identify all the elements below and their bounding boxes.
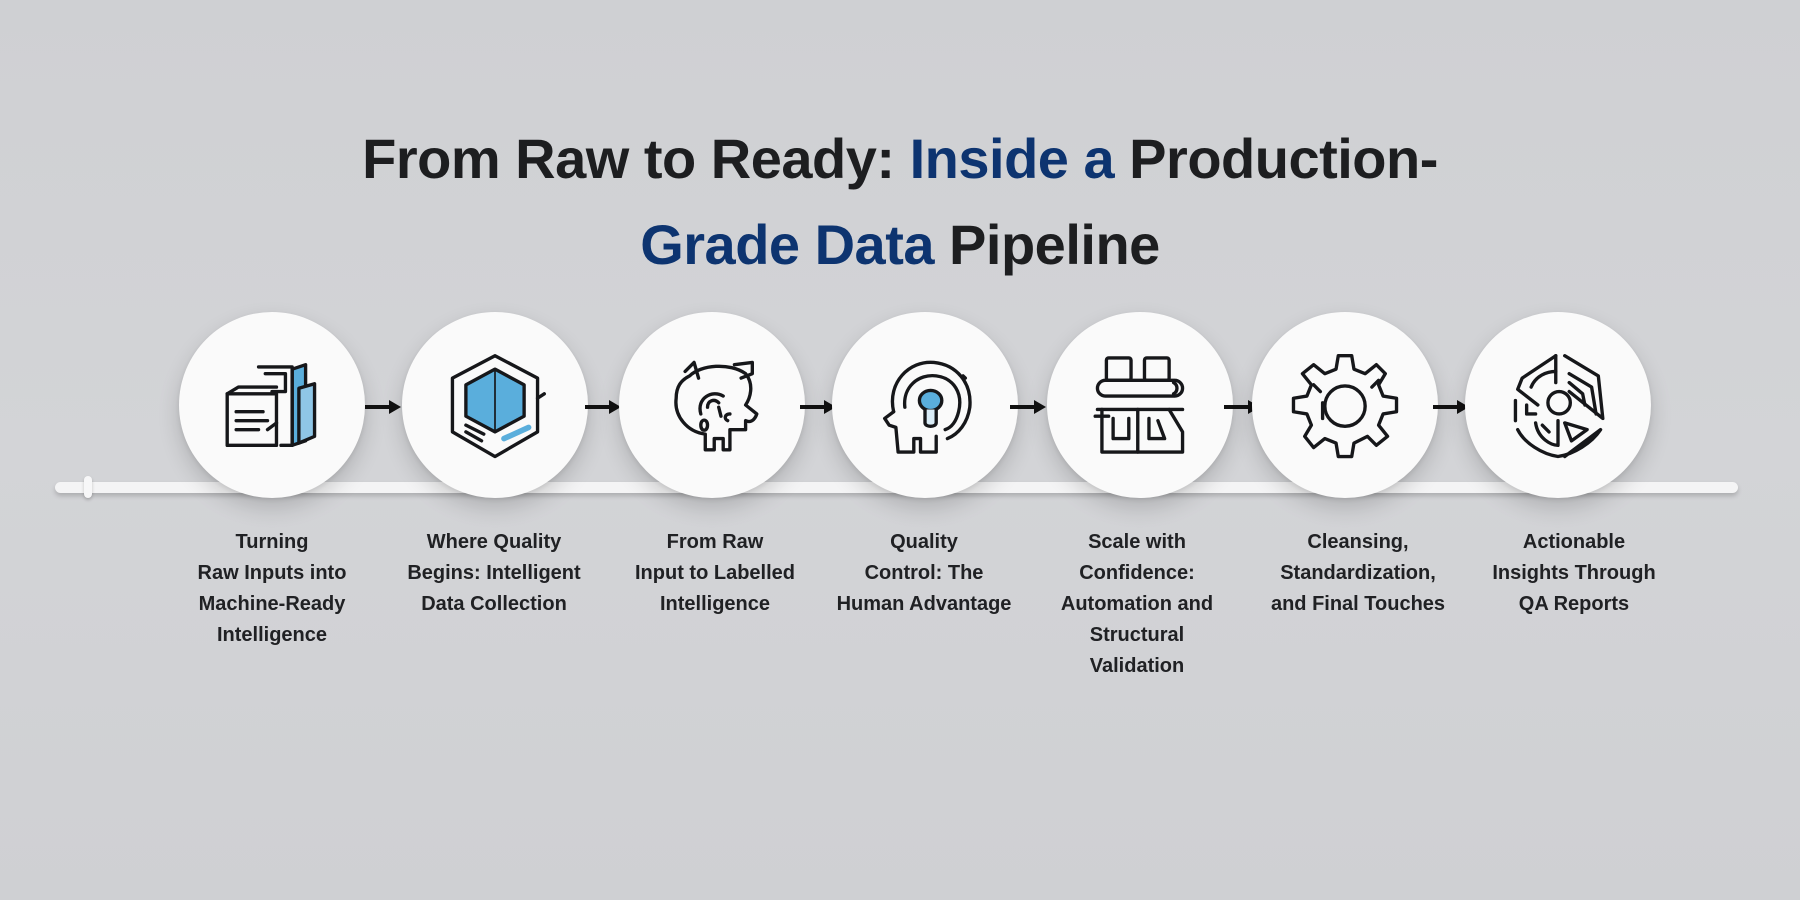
hexagon-report-icon [1513,354,1605,459]
arrow-right-icon [585,400,621,414]
step-1-label: Turning Raw Inputs into Machine-Ready In… [167,527,377,651]
step-2-circle [402,312,588,498]
label-line: Actionable [1522,531,1626,553]
label-line: Where Quality [426,531,562,553]
step-1-circle [179,312,365,498]
step-2-label: Where Quality Begins: Intelligent Data C… [389,527,599,620]
arrow-right-icon [365,400,401,414]
timeline-start-marker [84,476,92,498]
label-line: Scale with [1088,531,1186,553]
human-head-bulb-icon [883,360,972,454]
step-5-label: Scale with Confidence: Automation and St… [1032,527,1242,682]
page-title-line-2: Grade Data Pipeline [0,212,1800,277]
arrow-right-icon [800,400,836,414]
title-accent-text: Inside a [909,127,1115,190]
label-line: Control: The [864,562,984,584]
step-4-label: Quality Control: The Human Advantage [819,527,1029,620]
step-6-circle [1252,312,1438,498]
label-line: Data Collection [421,593,567,615]
label-line: and Final Touches [1270,593,1446,615]
label-line: QA Reports [1518,593,1630,615]
hexagon-cube-icon [450,354,546,459]
label-line: Turning [235,531,309,553]
step-7-label: Actionable Insights Through QA Reports [1469,527,1679,620]
title-text: Pipeline [934,213,1160,276]
document-stack-icon [225,363,317,447]
arrow-right-icon [1433,400,1469,414]
label-line: Quality [890,531,958,553]
label-line: Machine-Ready [198,593,346,615]
step-3-circle [619,312,805,498]
label-line: Confidence: [1079,562,1195,584]
label-line: Human Advantage [836,593,1012,615]
label-line: Raw Inputs into [197,562,347,584]
label-line: Validation [1089,655,1185,677]
label-line: Intelligence [659,593,771,615]
title-text: From Raw to Ready: [362,127,910,190]
title-accent-text: Grade Data [640,213,934,276]
gear-icon [1291,354,1399,459]
label-line: Standardization, [1280,562,1436,584]
structured-blocks-icon [1093,356,1185,454]
step-5-circle [1047,312,1233,498]
step-4-circle [832,312,1018,498]
step-6-label: Cleansing, Standardization, and Final To… [1253,527,1463,620]
label-line: Input to Labelled [635,562,795,584]
step-3-label: From Raw Input to Labelled Intelligence [610,527,820,620]
label-line: Intelligence [216,624,328,646]
label-line: Begins: Intelligent [407,562,581,584]
label-line: From Raw [666,531,764,553]
arrow-right-icon [1010,400,1046,414]
head-profile-icon [674,360,759,452]
page-title-line-1: From Raw to Ready: Inside a Production- [0,126,1800,191]
title-text: Production- [1114,127,1438,190]
label-line: Insights Through [1492,562,1656,584]
label-line: Cleansing, [1307,531,1409,553]
step-7-circle [1465,312,1651,498]
label-line: Automation and [1060,593,1214,615]
label-line: Structural [1089,624,1185,646]
